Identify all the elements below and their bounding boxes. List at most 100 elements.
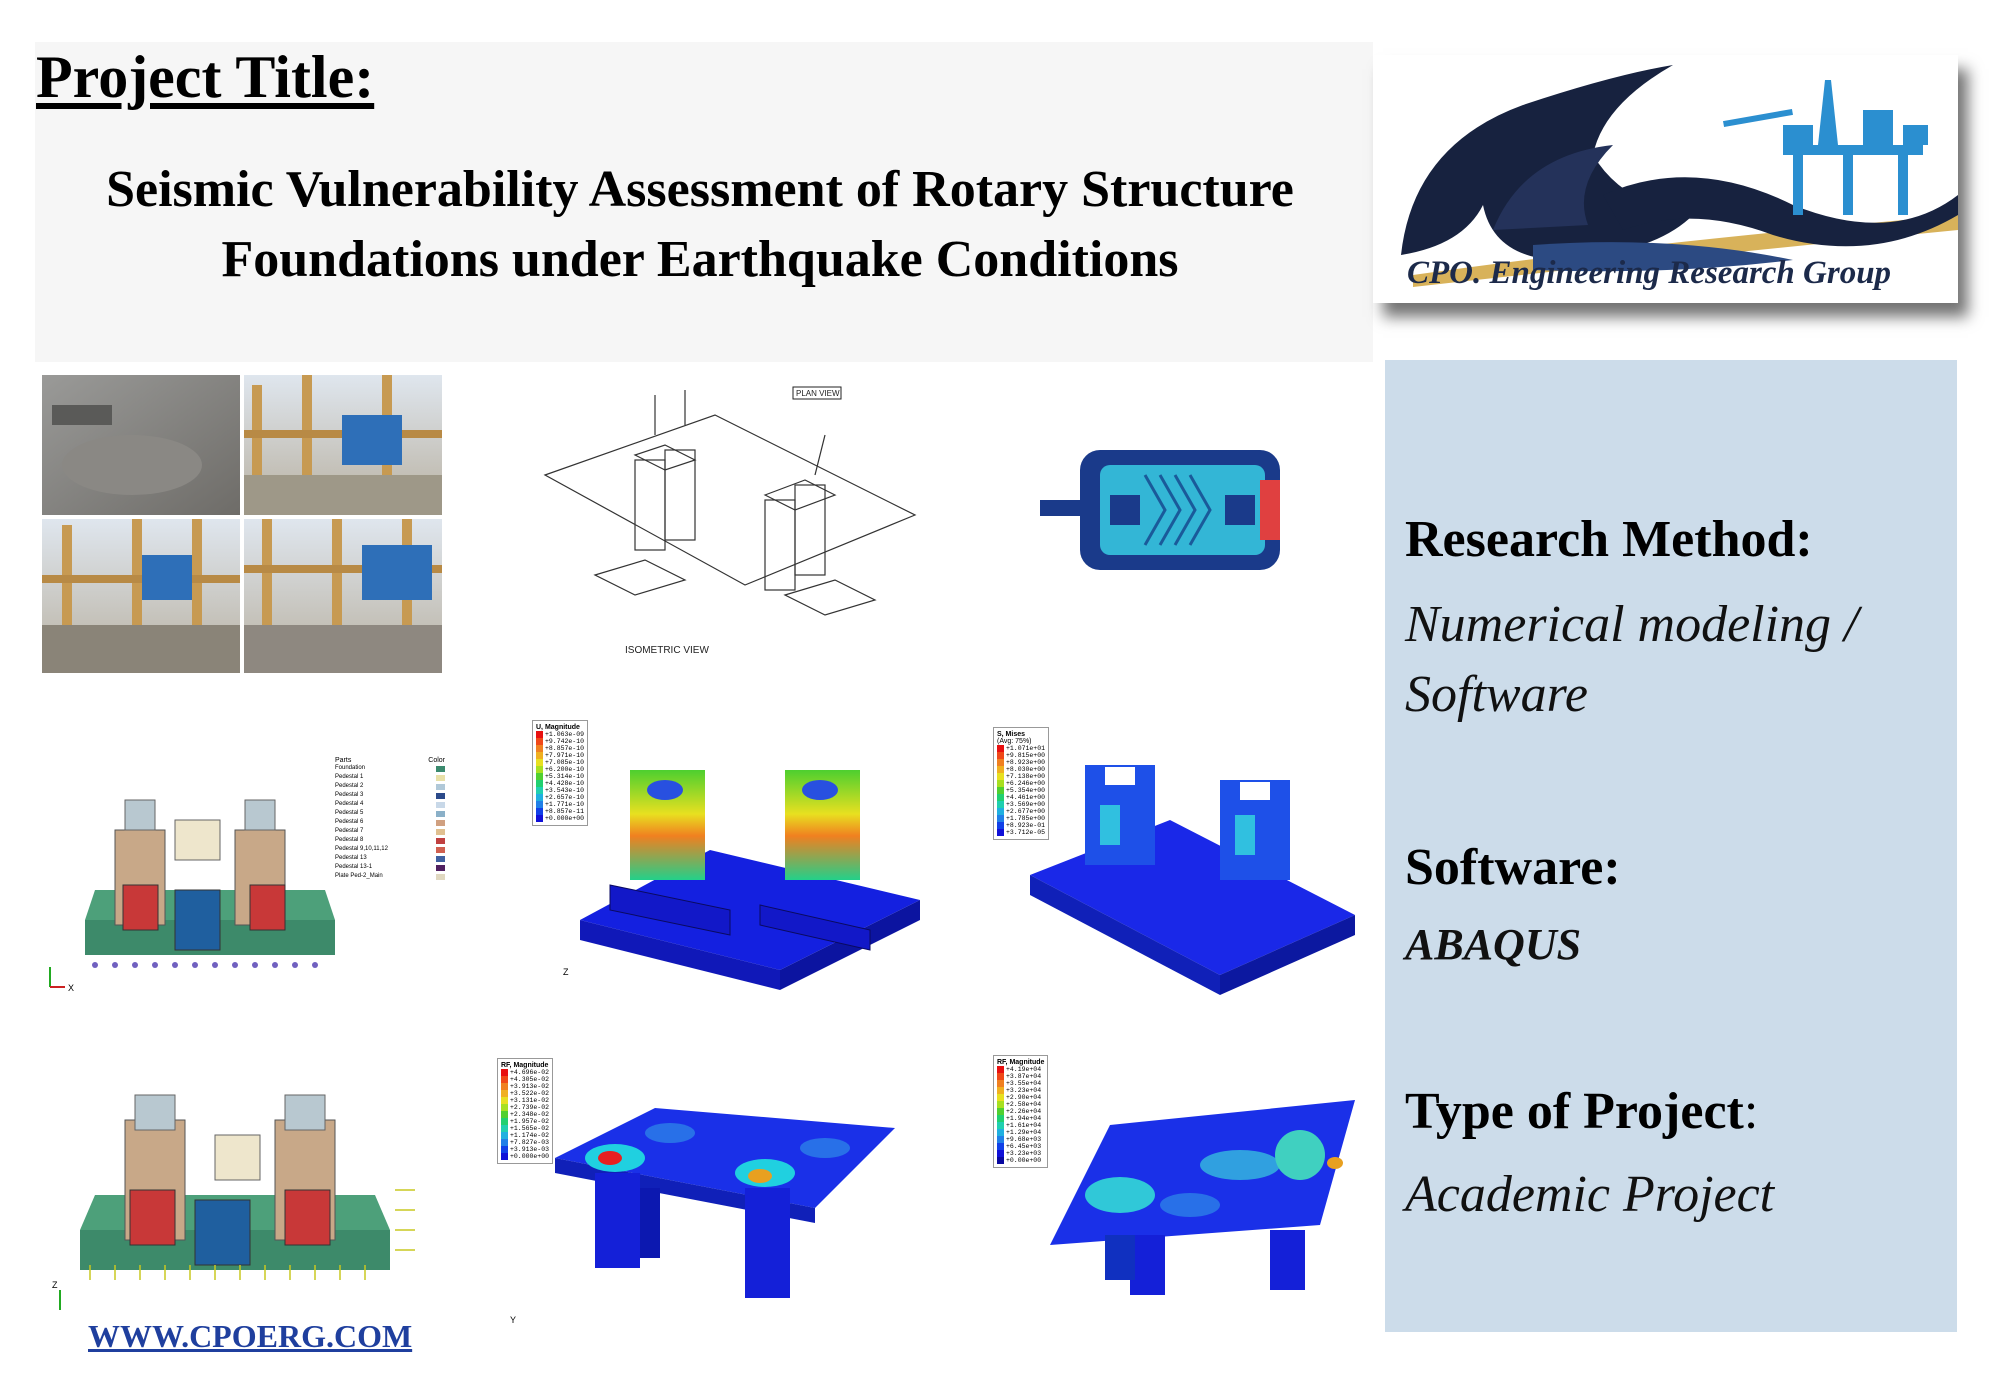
- parts-legend-name: Pedestal 8: [335, 837, 364, 843]
- rf-legend-swatch: [501, 1104, 508, 1111]
- rf2-legend-entry: +0.00e+00: [997, 1157, 1044, 1164]
- stress-legend-value: +3.569e+00: [1006, 801, 1046, 808]
- stress-legend-value: +8.923e+00: [1006, 759, 1046, 766]
- rf2-legend-value: +4.19e+04: [1006, 1066, 1042, 1073]
- research-method-value: Numerical modeling / Software: [1405, 590, 1859, 730]
- parts-legend-entry: Pedestal 3: [335, 791, 445, 800]
- rf2-legend-swatch: [997, 1108, 1004, 1115]
- displacement-legend-value: +7.971e-10: [545, 752, 585, 759]
- parts-legend-name: Foundation: [335, 765, 366, 771]
- rf2-legend-swatch: [997, 1143, 1004, 1150]
- stress-legend-entry: +4.461e+00: [997, 794, 1045, 801]
- stress-legend-subtitle: (Avg: 75%): [997, 738, 1032, 745]
- plan-view-label: PLAN VIEW: [796, 389, 840, 398]
- foundation-isometric-image: ISOMETRIC VIEW PLAN VIEW: [543, 386, 917, 656]
- rf2-legend: RF, Magnitude +4.19e+04+3.87e+04+3.55e+0…: [993, 1055, 1049, 1168]
- isometric-view-label: ISOMETRIC VIEW: [625, 645, 709, 656]
- stress-legend-entry: +6.246e+00: [997, 780, 1045, 787]
- compressor-section-image: [1040, 450, 1280, 570]
- rf2-legend-value: +9.68e+03: [1006, 1136, 1042, 1143]
- rf-legend-entry: +1.174e-02: [501, 1132, 549, 1139]
- axis-z-label: Z: [52, 1280, 58, 1290]
- compressor-section: [1030, 440, 1300, 580]
- research-method-line1: Numerical modeling /: [1405, 596, 1859, 653]
- loads-model-image: Z: [52, 1094, 415, 1310]
- rf2-legend-entry: +2.26e+04: [997, 1108, 1044, 1115]
- displacement-legend-value: +8.857e-11: [545, 808, 585, 815]
- project-title-line2: Foundations under Earthquake Conditions: [221, 231, 1179, 288]
- stress-legend-value: +6.246e+00: [1006, 780, 1046, 787]
- stress-legend-value: +1.071e+01: [1006, 745, 1046, 752]
- website-link[interactable]: WWW.CPOERG.COM: [88, 1318, 413, 1354]
- parts-legend-name: Pedestal 7: [335, 828, 364, 834]
- rf-legend-value: +3.131e-02: [510, 1097, 550, 1104]
- rf-legend-entry: +2.739e-02: [501, 1104, 549, 1111]
- parts-legend-entry: Pedestal 7: [335, 827, 445, 836]
- displacement-legend-entry: +2.657e-10: [536, 794, 584, 801]
- software-label: Software:: [1405, 839, 1621, 896]
- parts-legend-entry: Pedestal 13-1: [335, 863, 445, 872]
- stress-legend-value: +7.138e+00: [1006, 773, 1046, 780]
- rf-legend-value: +0.000e+00: [510, 1153, 550, 1160]
- site-photo-collage: [42, 375, 442, 673]
- logo-wave-blue: [1533, 242, 1793, 272]
- rf2-legend-entry: +3.87e+04: [997, 1073, 1044, 1080]
- rf-legend-value: +1.957e-02: [510, 1118, 550, 1125]
- rf-legend-swatch: [501, 1132, 508, 1139]
- rf-legend-entry: +3.131e-02: [501, 1097, 549, 1104]
- stress-legend-swatch: [997, 766, 1004, 773]
- rf-legend-entry: +0.000e+00: [501, 1153, 549, 1160]
- software-value: ABAQUS: [1405, 920, 1582, 969]
- isometric-drawing: ISOMETRIC VIEW PLAN VIEW: [535, 375, 935, 665]
- loads-model: Z: [50, 1080, 430, 1315]
- plan-view-box: [792, 386, 842, 400]
- rf2-legend-entry: +3.55e+04: [997, 1080, 1044, 1087]
- rf2-legend-value: +0.00e+00: [1006, 1157, 1042, 1164]
- stress-legend-swatch: [997, 808, 1004, 815]
- parts-legend-swatch: [436, 819, 445, 826]
- stress-legend-value: +8.030e+00: [1006, 766, 1046, 773]
- rf2-legend-entry: +4.19e+04: [997, 1066, 1044, 1073]
- displacement-legend-entry: +8.857e-11: [536, 808, 584, 815]
- rf-legend-swatch: [501, 1125, 508, 1132]
- stress-legend-swatch: [997, 780, 1004, 787]
- parts-legend-entry: Pedestal 2: [335, 782, 445, 791]
- research-method-line2: Software: [1405, 666, 1588, 723]
- rf-legend-entry: +3.913e-03: [501, 1146, 549, 1153]
- rf-legend-value: +3.913e-02: [510, 1083, 550, 1090]
- logo-graphic: [1401, 65, 1958, 287]
- parts-legend-swatch: [436, 855, 445, 862]
- stress-legend-value: +1.785e+00: [1006, 815, 1046, 822]
- rf2-legend-entry: +2.90e+04: [997, 1094, 1044, 1101]
- parts-legend-color-title: Color: [428, 757, 445, 764]
- logo-wave-main: [1401, 65, 1693, 260]
- reaction-force-bottom-result: RF, Magnitude +4.19e+04+3.87e+04+3.55e+0…: [990, 1055, 1365, 1330]
- reaction-force-contour-image: Y: [510, 1108, 895, 1325]
- parts-legend-swatch: [436, 864, 445, 871]
- stress-legend-entry: +1.071e+01: [997, 745, 1045, 752]
- displacement-legend-entry: +6.200e-10: [536, 766, 584, 773]
- displacement-legend-swatch: [536, 745, 543, 752]
- displacement-legend-swatch: [536, 794, 543, 801]
- stress-legend-value: +2.677e+00: [1006, 808, 1046, 815]
- stress-legend: S, Mises (Avg: 75%) +1.071e+01+9.815e+00…: [993, 727, 1050, 840]
- rf2-legend-entry: +1.61e+04: [997, 1122, 1044, 1129]
- parts-legend-header: Parts Color: [335, 757, 445, 764]
- rf2-legend-swatch: [997, 1136, 1004, 1143]
- axis-y-label: Y: [510, 1315, 516, 1325]
- parts-legend-swatch: [436, 774, 445, 781]
- rf-legend-entry: +3.522e-02: [501, 1090, 549, 1097]
- parts-legend-entry: Pedestal 13: [335, 854, 445, 863]
- rf-legend-entry: +1.565e-02: [501, 1125, 549, 1132]
- displacement-legend-title: U, Magnitude: [536, 724, 580, 731]
- rf2-legend-value: +1.94e+04: [1006, 1115, 1042, 1122]
- rf-legend-swatch: [501, 1118, 508, 1125]
- parts-legend-name: Plate Ped-2_Main: [335, 873, 383, 879]
- rf2-legend-entry: +6.45e+03: [997, 1143, 1044, 1150]
- rf2-legend-value: +1.61e+04: [1006, 1122, 1042, 1129]
- project-title: Seismic Vulnerability Assessment of Rota…: [40, 155, 1360, 295]
- stress-legend-value: +4.461e+00: [1006, 794, 1046, 801]
- displacement-legend-entry: +5.314e-10: [536, 773, 584, 780]
- rf-legend: RF, Magnitude +4.696e-02+4.305e-02+3.913…: [497, 1058, 554, 1164]
- displacement-legend-value: +1.063e-09: [545, 731, 585, 738]
